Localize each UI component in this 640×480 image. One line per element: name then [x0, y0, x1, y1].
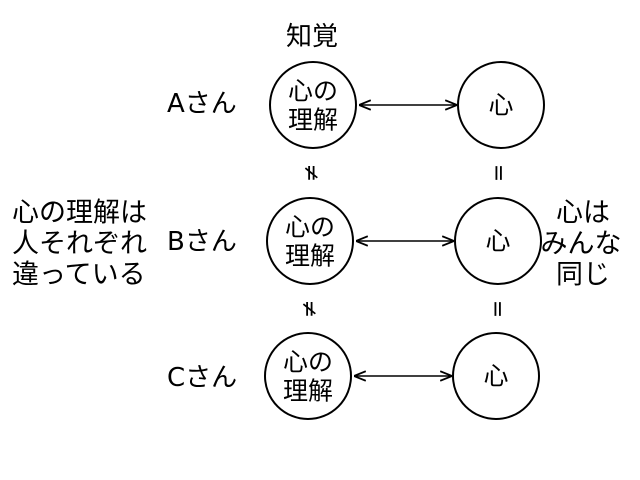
mind-label: 心	[485, 227, 510, 256]
understanding-label-line: 心の	[285, 213, 335, 242]
row-c: Cさん 心の 理解 心	[167, 332, 540, 420]
understanding-label-line: 心の	[283, 348, 333, 377]
left-note-line: 人それぞれ	[12, 229, 147, 260]
left-note: 心の理解は 人それぞれ 違っている	[12, 198, 147, 291]
person-label: Aさん	[167, 89, 237, 119]
mind-label: 心	[483, 362, 508, 391]
not-equal-symbol: ≠	[297, 300, 322, 318]
mind-label: 心	[488, 91, 513, 120]
row-a: Aさん 心の 理解 心	[167, 61, 545, 149]
understanding-label-line: 心の	[288, 77, 338, 106]
diagram-title: 知覚	[286, 22, 338, 52]
right-note-line: 心は	[556, 198, 610, 229]
right-note-line: 同じ	[556, 260, 610, 291]
right-note: 心は みんな 同じ	[541, 198, 622, 291]
person-label: Bさん	[167, 227, 237, 257]
row-b: Bさん 心の 理解 心	[167, 197, 542, 285]
understanding-label-line: 理解	[283, 377, 333, 406]
mind-circle	[457, 61, 545, 149]
mind-circle	[454, 197, 542, 285]
understanding-circle	[269, 61, 357, 149]
right-note-line: みんな	[541, 229, 622, 260]
person-label: Cさん	[167, 363, 237, 393]
not-equal-symbol: ≠	[299, 164, 324, 182]
equal-symbol: =	[485, 300, 510, 318]
understanding-circle	[266, 197, 354, 285]
left-note-line: 違っている	[12, 260, 146, 291]
equal-symbol: =	[486, 164, 511, 182]
left-note-line: 心の理解は	[12, 198, 147, 229]
understanding-circle	[264, 332, 352, 420]
mind-circle	[452, 332, 540, 420]
understanding-label-line: 理解	[285, 242, 335, 271]
understanding-label-line: 理解	[288, 106, 338, 135]
